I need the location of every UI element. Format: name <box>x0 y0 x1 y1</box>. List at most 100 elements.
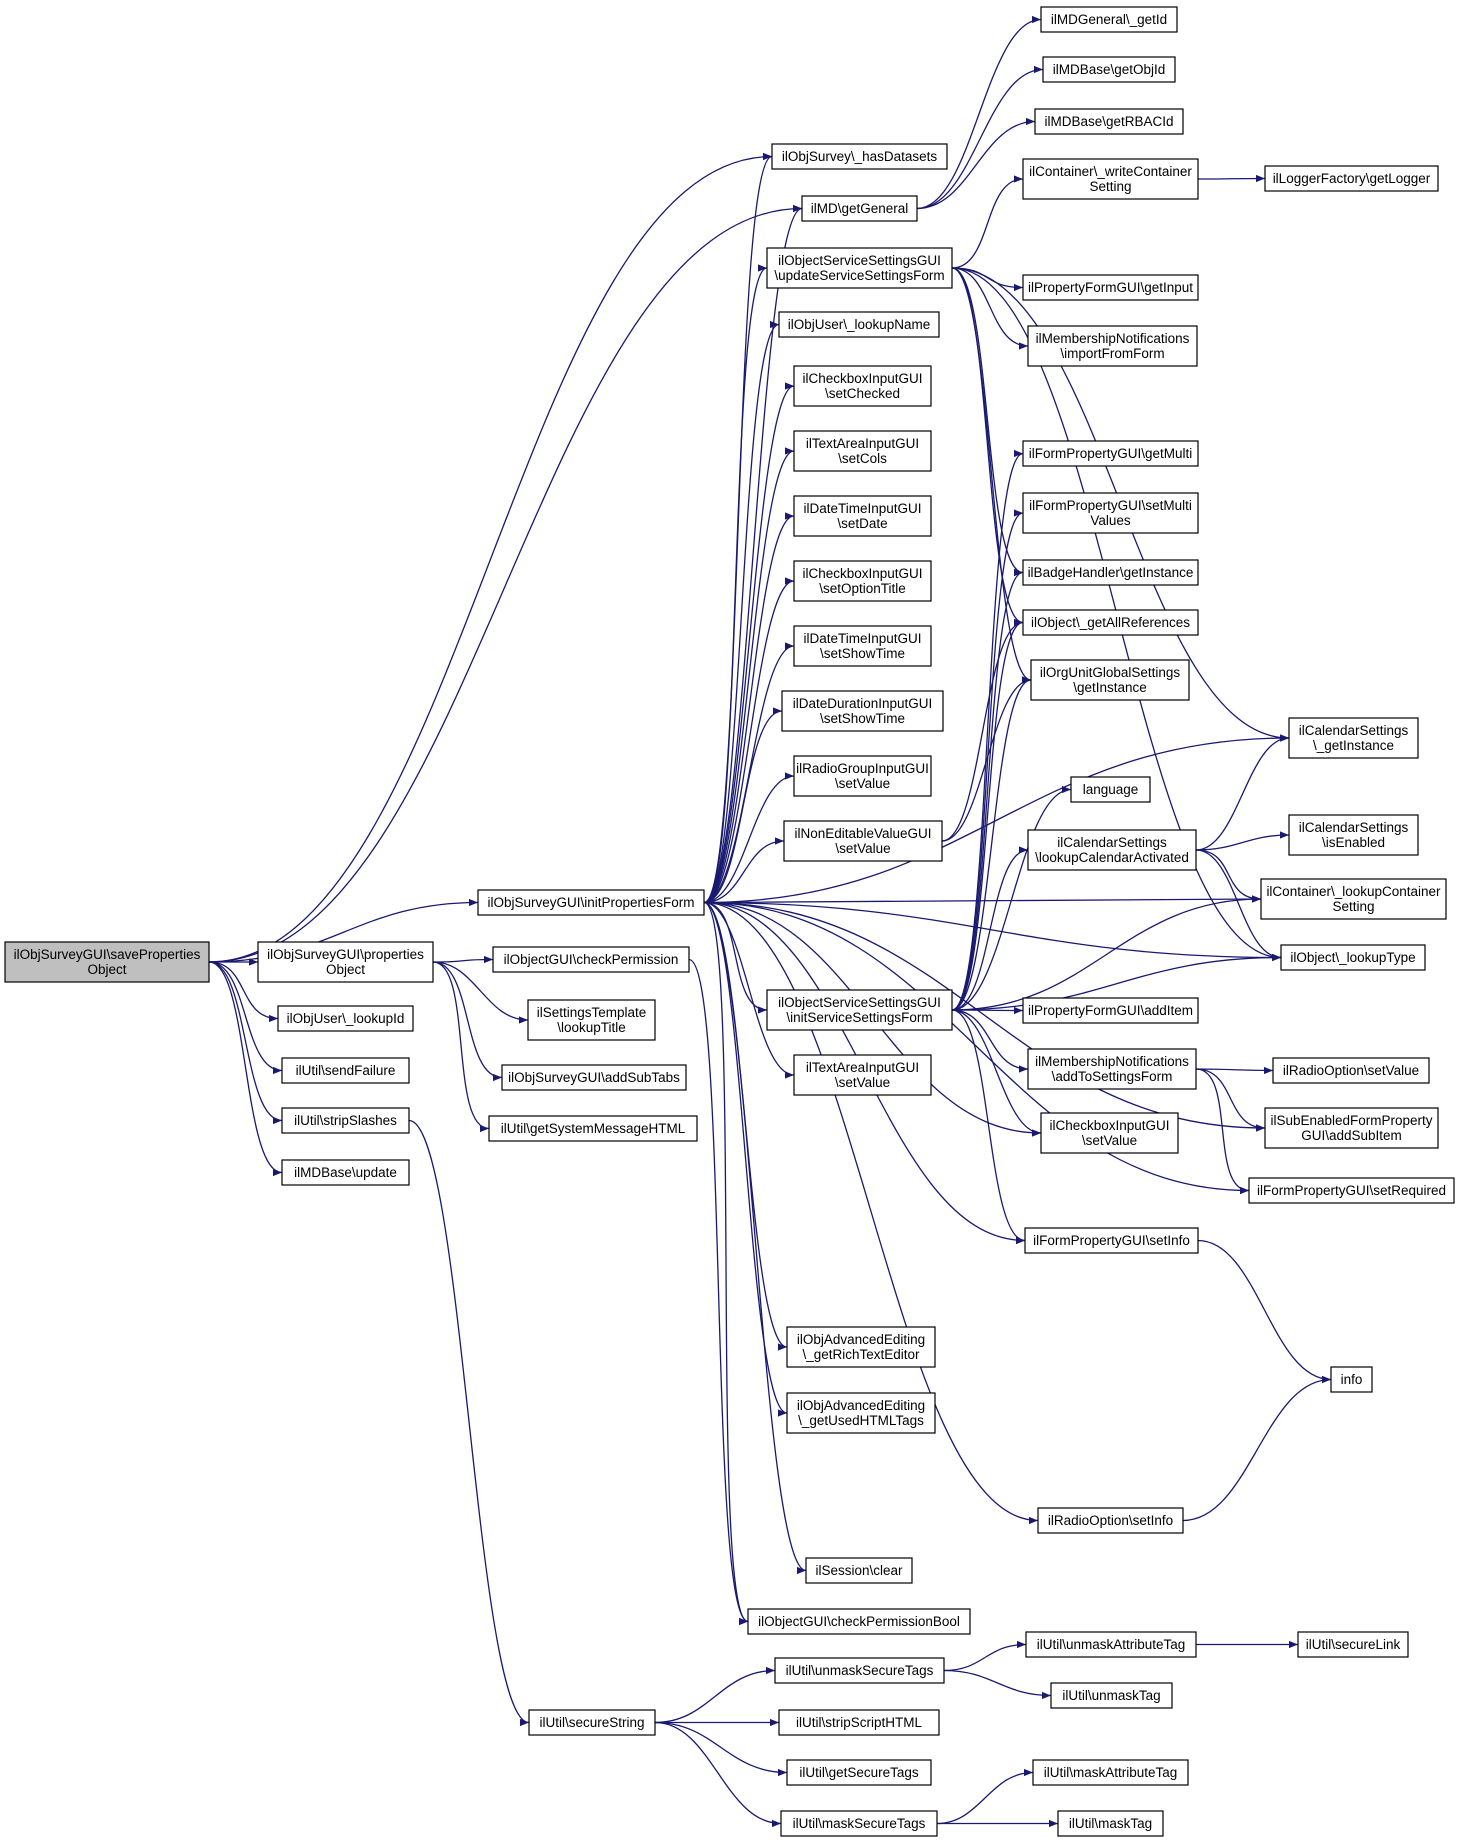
node-mdGenId[interactable]: ilMDGeneral\_getId <box>1040 6 1178 33</box>
node-unmaskTag[interactable]: ilUtil\unmaskTag <box>1050 1682 1173 1709</box>
node-fpReq[interactable]: ilFormPropertyGUI\setRequired <box>1248 1177 1455 1204</box>
edge-fpInfo-to-info <box>1197 1239 1332 1384</box>
node-settTpl[interactable]: ilSettingsTemplate\lookupTitle <box>527 999 656 1041</box>
node-box-richTE <box>786 1326 936 1368</box>
node-ddShow[interactable]: ilDateDurationInputGUI\setShowTime <box>781 690 944 732</box>
node-taVal[interactable]: ilTextAreaInputGUI\setValue <box>793 1054 932 1096</box>
node-fpMulti[interactable]: ilFormPropertyGUI\getMulti <box>1022 440 1199 467</box>
node-roVal[interactable]: ilRadioOption\setValue <box>1272 1057 1430 1084</box>
node-label-fpReq-0: ilFormPropertyGUI\setRequired <box>1257 1183 1446 1198</box>
node-unmaskST[interactable]: ilUtil\unmaskSecureTags <box>774 1657 945 1684</box>
node-badge[interactable]: ilBadgeHandler\getInstance <box>1022 559 1199 586</box>
node-mdRbac[interactable]: ilMDBase\getRBACId <box>1034 108 1184 135</box>
node-lookupName[interactable]: ilObjUser\_lookupName <box>778 311 940 338</box>
node-chkPermB[interactable]: ilObjectGUI\checkPermissionBool <box>747 1608 971 1635</box>
node-sendFail[interactable]: ilUtil\sendFailure <box>281 1057 410 1084</box>
node-pfAddItem[interactable]: ilPropertyFormGUI\addItem <box>1022 997 1199 1024</box>
node-mdUpdate[interactable]: ilMDBase\update <box>281 1159 410 1186</box>
node-taCols[interactable]: ilTextAreaInputGUI\setCols <box>793 430 932 472</box>
node-box-dtDate <box>793 495 932 537</box>
node-box-unmaskST <box>774 1657 945 1684</box>
edge-initForm-to-sessClear <box>703 901 807 1574</box>
node-box-mdUpdate <box>281 1159 410 1186</box>
node-label-taCols-1: \setCols <box>838 451 887 466</box>
node-orgUnit[interactable]: ilOrgUnitGlobalSettings\getInstance <box>1030 659 1190 701</box>
node-label-getGen-0: ilMD\getGeneral <box>811 201 909 216</box>
node-label-subEn-0: ilSubEnabledFormProperty <box>1270 1113 1432 1128</box>
node-label-secStr-0: ilUtil\secureString <box>539 1715 644 1730</box>
node-sessClear[interactable]: ilSession\clear <box>805 1557 913 1584</box>
node-getGen[interactable]: ilMD\getGeneral <box>801 195 918 222</box>
node-box-mnImport <box>1027 325 1198 367</box>
node-pfInput[interactable]: ilPropertyFormGUI\getInput <box>1022 274 1199 301</box>
edge-secStr-to-unmaskST <box>654 1666 776 1724</box>
node-hasDS[interactable]: ilObjSurvey\_hasDatasets <box>771 143 948 170</box>
node-label-contWrite-0: ilContainer\_writeContainer <box>1029 164 1192 179</box>
node-unmaskAttr[interactable]: ilUtil\unmaskAttributeTag <box>1025 1631 1197 1658</box>
node-maskTag[interactable]: ilUtil\maskTag <box>1057 1810 1164 1837</box>
node-label-root-0: ilObjSurveyGUI\saveProperties <box>14 947 201 962</box>
node-mdObjId[interactable]: ilMDBase\getObjId <box>1042 56 1176 83</box>
node-cbVal[interactable]: ilCheckboxInputGUI\setValue <box>1040 1112 1179 1154</box>
node-cbOptTitle[interactable]: ilCheckboxInputGUI\setOptionTitle <box>793 560 932 602</box>
node-calEnabled[interactable]: ilCalendarSettings\isEnabled <box>1288 814 1419 856</box>
node-maskST[interactable]: ilUtil\maskSecureTags <box>780 1810 938 1837</box>
node-label-settTpl-0: ilSettingsTemplate <box>537 1005 647 1020</box>
edge-roInfo-to-info <box>1182 1375 1332 1522</box>
node-dtDate[interactable]: ilDateTimeInputGUI\setDate <box>793 495 932 537</box>
node-label-roInfo-0: ilRadioOption\setInfo <box>1048 1513 1173 1528</box>
node-calInst[interactable]: ilCalendarSettings\_getInstance <box>1288 717 1419 759</box>
node-initSSF[interactable]: ilObjectServiceSettingsGUI\initServiceSe… <box>766 989 953 1031</box>
node-secStr[interactable]: ilUtil\secureString <box>528 1709 656 1736</box>
node-label-updSSF-0: ilObjectServiceSettingsGUI <box>778 253 941 268</box>
edge-initSSF-to-fpInfo <box>951 1009 1026 1245</box>
node-label-initForm-0: ilObjSurveyGUI\initPropertiesForm <box>487 895 694 910</box>
node-box-calInst <box>1288 717 1419 759</box>
node-calLookup[interactable]: ilCalendarSettings\lookupCalendarActivat… <box>1027 829 1197 871</box>
node-dtShow[interactable]: ilDateTimeInputGUI\setShowTime <box>793 625 932 667</box>
node-mnImport[interactable]: ilMembershipNotifications\importFromForm <box>1027 325 1198 367</box>
node-cbChecked[interactable]: ilCheckboxInputGUI\setChecked <box>793 365 932 407</box>
edge-root-to-getGen <box>208 204 803 963</box>
node-nevVal[interactable]: ilNonEditableValueGUI\setValue <box>783 820 943 862</box>
node-label-mnImport-1: \importFromForm <box>1060 346 1164 361</box>
edge-initForm-to-updSSF <box>703 264 768 904</box>
edge-initForm-to-taCols <box>703 447 795 904</box>
node-box-pfAddItem <box>1022 997 1199 1024</box>
node-mnAdd[interactable]: ilMembershipNotifications\addToSettingsF… <box>1027 1048 1197 1090</box>
node-stripScr[interactable]: ilUtil\stripScriptHTML <box>778 1709 940 1736</box>
node-fpInfo[interactable]: ilFormPropertyGUI\setInfo <box>1024 1227 1199 1254</box>
node-box-secStr <box>528 1709 656 1736</box>
node-lookupType[interactable]: ilObject\_lookupType <box>1280 944 1426 971</box>
node-logger[interactable]: ilLoggerFactory\getLogger <box>1264 165 1439 192</box>
node-lookupId[interactable]: ilObjUser\_lookupId <box>277 1005 414 1032</box>
node-usedHTML[interactable]: ilObjAdvancedEditing\_getUsedHTMLTags <box>786 1392 936 1434</box>
node-label-lookupId-0: ilObjUser\_lookupId <box>287 1011 405 1026</box>
edge-initForm-to-nevVal <box>703 837 785 904</box>
node-subTabs[interactable]: ilObjSurveyGUI\addSubTabs <box>501 1064 687 1091</box>
node-sysMsg[interactable]: ilUtil\getSystemMessageHTML <box>488 1115 698 1142</box>
node-chkPerm[interactable]: ilObjectGUI\checkPermission <box>492 946 690 973</box>
node-richTE[interactable]: ilObjAdvancedEditing\_getRichTextEditor <box>786 1326 936 1368</box>
node-updSSF[interactable]: ilObjectServiceSettingsGUI\updateService… <box>766 247 953 289</box>
node-info[interactable]: info <box>1330 1366 1373 1393</box>
node-stripSl[interactable]: ilUtil\stripSlashes <box>281 1107 410 1134</box>
node-roInfo[interactable]: ilRadioOption\setInfo <box>1037 1507 1184 1534</box>
node-secLink[interactable]: ilUtil\secureLink <box>1297 1631 1409 1658</box>
node-label-initSSF-1: \initServiceSettingsForm <box>786 1010 932 1025</box>
node-allRefs[interactable]: ilObject\_getAllReferences <box>1022 609 1199 636</box>
node-getSecT[interactable]: ilUtil\getSecureTags <box>786 1759 932 1786</box>
node-initForm[interactable]: ilObjSurveyGUI\initPropertiesForm <box>477 889 705 916</box>
edge-propObj-to-subTabs <box>432 961 503 1082</box>
node-maskAttr[interactable]: ilUtil\maskAttributeTag <box>1032 1759 1189 1786</box>
node-language[interactable]: language <box>1070 776 1151 803</box>
node-box-chkPerm <box>492 946 690 973</box>
node-rgVal[interactable]: ilRadioGroupInputGUI\setValue <box>793 755 932 797</box>
edge-updSSF-to-contWrite <box>951 175 1024 269</box>
